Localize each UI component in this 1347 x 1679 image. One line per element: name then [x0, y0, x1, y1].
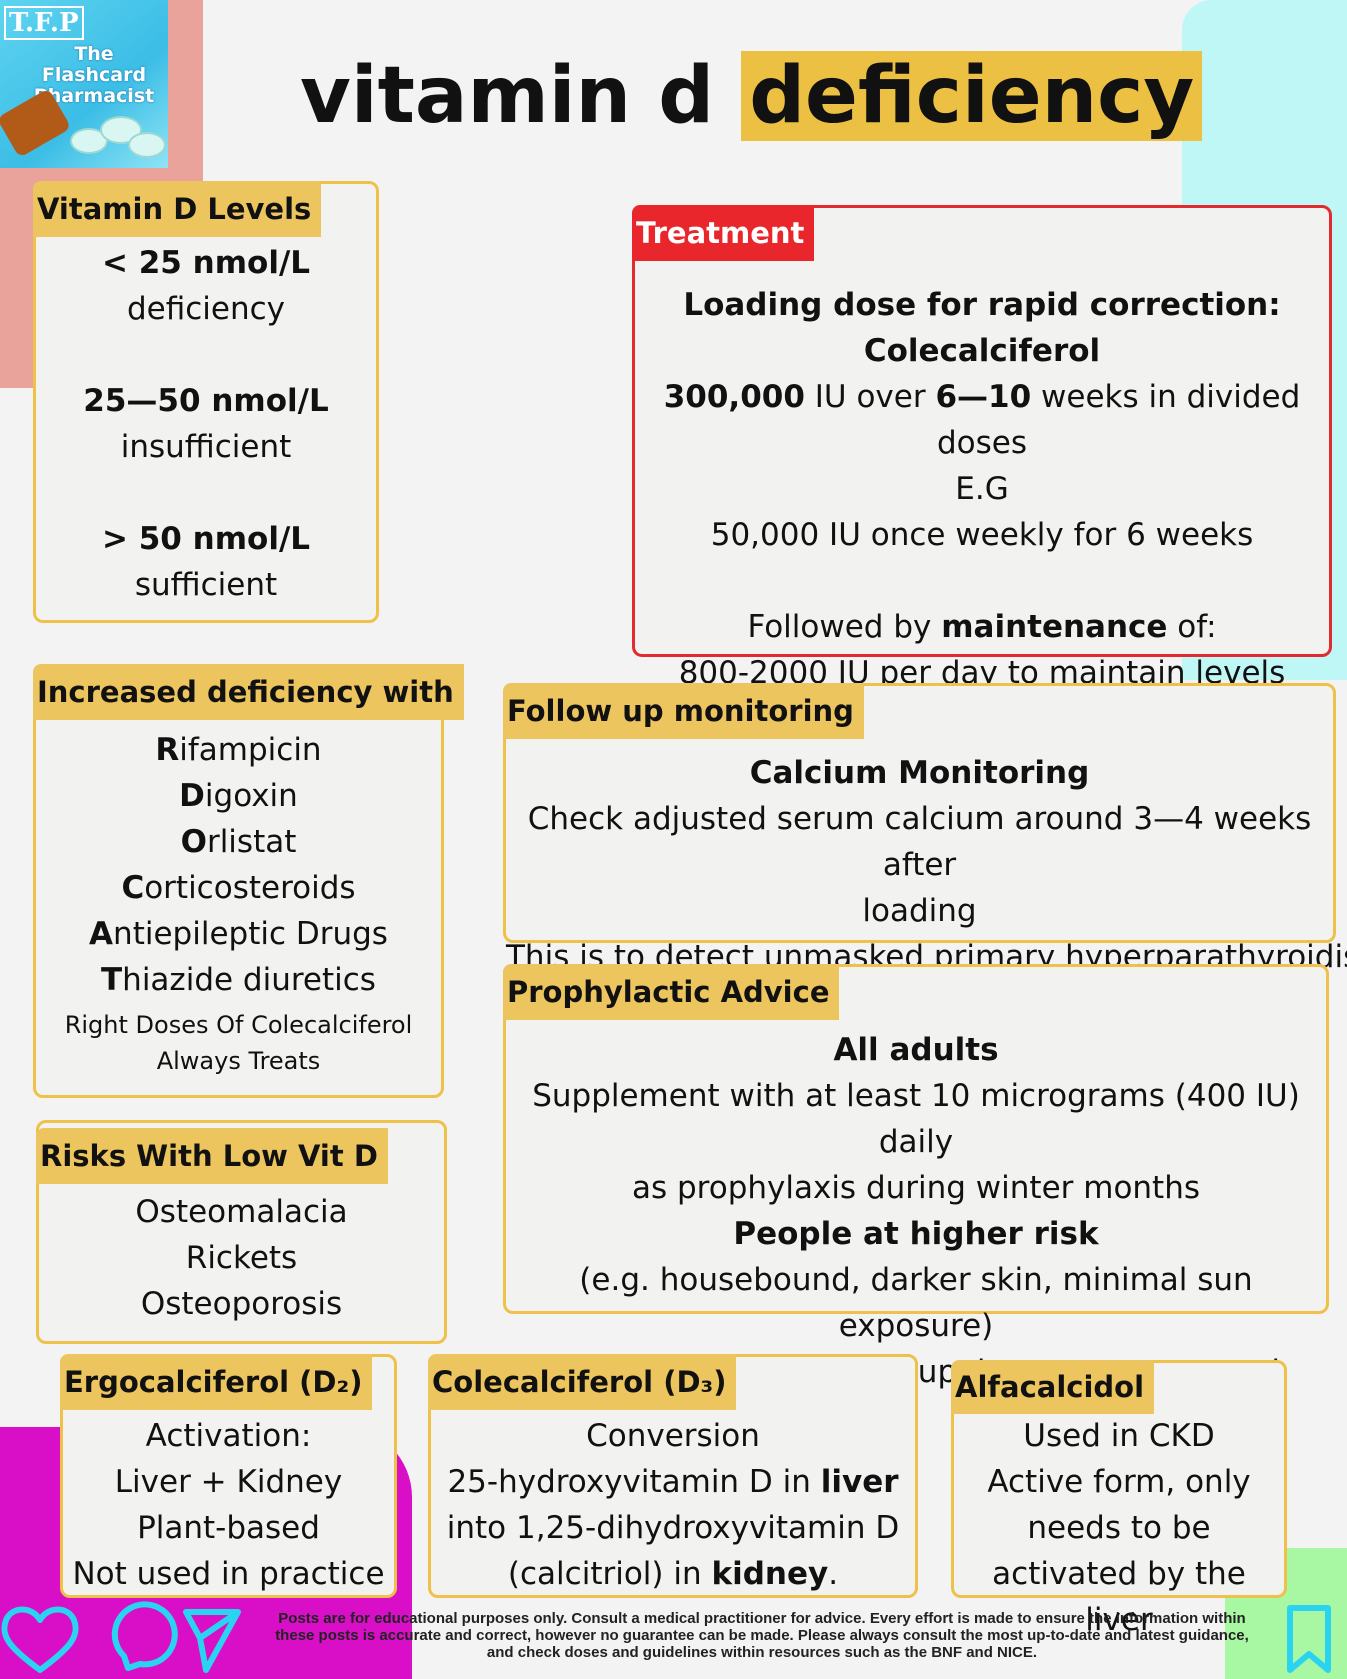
tablet-icon: [70, 128, 108, 154]
cole-line: 25-hydroxyvitamin D in liver: [447, 1464, 899, 1500]
followup-line: Check adjusted serum calcium around 3—4 …: [527, 801, 1312, 883]
increased-heading: Increased deficiency with: [33, 664, 464, 720]
mnemonic-line: Always Treats: [156, 1047, 321, 1075]
alfa-line: Used in CKD: [1023, 1418, 1215, 1454]
treatment-line: 300,000 IU over 6—10 weeks in divided do…: [663, 379, 1301, 461]
alfacalcidol-card: Alfacalcidol Used in CKD Active form, on…: [951, 1360, 1287, 1638]
risk-item: Osteomalacia: [135, 1194, 348, 1230]
prophylactic-line: Supplement with at least 10 micrograms (…: [532, 1078, 1300, 1160]
cole-line: Conversion: [586, 1418, 760, 1454]
logo-brand-name: The Flashcard Pharmacist: [33, 43, 155, 107]
levels-list: < 25 nmol/L deficiency 25—50 nmol/L insu…: [36, 240, 376, 608]
colecalciferol-heading: Colecalciferol (D₃): [428, 1354, 737, 1410]
treatment-line: 50,000 IU once weekly for 6 weeks: [710, 517, 1254, 553]
drug-item: Thiazide diuretics: [101, 962, 376, 998]
risks-heading: Risks With Low Vit D: [36, 1128, 388, 1184]
ergocalciferol-heading: Ergocalciferol (D₂): [60, 1354, 373, 1410]
level-label: insufficient: [120, 429, 292, 465]
levels-card: Vitamin D Levels < 25 nmol/L deficiency …: [33, 181, 379, 623]
drug-item: Corticosteroids: [121, 870, 356, 906]
ergo-line: Not used in practice: [72, 1556, 385, 1592]
prophylactic-line: as prophylaxis during winter months: [631, 1170, 1201, 1206]
colecalciferol-card: Colecalciferol (D₃) Conversion 25-hydrox…: [428, 1354, 918, 1598]
level-label: sufficient: [134, 567, 278, 603]
levels-heading: Vitamin D Levels: [33, 181, 322, 237]
level-value: 25—50 nmol/L: [83, 383, 329, 419]
ergocalciferol-card: Ergocalciferol (D₂) Activation: Liver + …: [60, 1354, 397, 1598]
treatment-content: Loading dose for rapid correction: Colec…: [635, 282, 1329, 696]
alfacalcidol-content: Used in CKD Active form, only needs to b…: [954, 1413, 1284, 1643]
alfacalcidol-heading: Alfacalcidol: [951, 1360, 1155, 1414]
cole-line: into 1,25-dihydroxyvitamin D: [446, 1510, 900, 1546]
level-label: deficiency: [126, 291, 286, 327]
treatment-drug: Colecalciferol: [863, 333, 1101, 369]
ergocalciferol-content: Activation: Liver + Kidney Plant-based N…: [63, 1413, 394, 1597]
alfa-line: Active form, only: [987, 1464, 1251, 1500]
followup-heading: Follow up monitoring: [503, 683, 864, 739]
page-title: vitamin d deficiency: [300, 48, 1203, 144]
heart-icon[interactable]: [1, 1606, 79, 1673]
treatment-line: E.G: [955, 471, 1009, 507]
level-value: > 50 nmol/L: [101, 521, 311, 557]
social-icons: [1, 1601, 241, 1673]
risk-item: Osteoporosis: [140, 1286, 343, 1322]
logo-initials: T.F.P: [4, 6, 84, 40]
bookmark-icon[interactable]: [1280, 1600, 1340, 1679]
followup-subheading: Calcium Monitoring: [749, 755, 1090, 791]
prophylactic-subheading: People at higher risk: [733, 1216, 1099, 1252]
comment-icon[interactable]: [111, 1601, 178, 1671]
title-plain: vitamin d: [300, 51, 742, 141]
followup-line: loading: [862, 893, 977, 929]
risks-list: Osteomalacia Rickets Osteoporosis: [39, 1189, 444, 1327]
colecalciferol-content: Conversion 25-hydroxyvitamin D in liver …: [431, 1413, 915, 1597]
disclaimer-text: Posts are for educational purposes only.…: [275, 1610, 1249, 1661]
treatment-line: Followed by maintenance of:: [747, 609, 1217, 645]
treatment-card: Treatment Loading dose for rapid correct…: [632, 205, 1332, 691]
prophylactic-line: (e.g. housebound, darker skin, minimal s…: [579, 1262, 1253, 1344]
drug-item: Rifampicin: [155, 732, 322, 768]
drug-item: Antiepileptic Drugs: [89, 916, 388, 952]
brand-logo: T.F.P The Flashcard Pharmacist: [0, 0, 168, 168]
risks-card: Risks With Low Vit D Osteomalacia Ricket…: [36, 1120, 447, 1344]
followup-card: Follow up monitoring Calcium Monitoring …: [503, 683, 1347, 975]
risk-item: Rickets: [185, 1240, 298, 1276]
prophylactic-heading: Prophylactic Advice: [503, 964, 840, 1020]
cole-line: (calcitriol) in kidney.: [507, 1556, 839, 1592]
alfa-line: activated by the liver: [992, 1556, 1246, 1638]
drug-item: Digoxin: [179, 778, 298, 814]
tablet-icon: [128, 132, 166, 158]
prophylactic-subheading: All adults: [833, 1032, 999, 1068]
prophylactic-card: Prophylactic Advice All adults Supplemen…: [503, 964, 1329, 1390]
title-highlight: deficiency: [741, 51, 1203, 141]
drug-list: Rifampicin Digoxin Orlistat Corticostero…: [36, 727, 441, 1079]
alfa-line: needs to be: [1027, 1510, 1211, 1546]
ergo-line: Activation:: [145, 1418, 312, 1454]
ergo-line: Liver + Kidney: [114, 1464, 343, 1500]
share-icon[interactable]: [183, 1609, 241, 1673]
prophylactic-content: All adults Supplement with at least 10 m…: [506, 1027, 1326, 1395]
level-value: < 25 nmol/L: [101, 245, 311, 281]
followup-content: Calcium Monitoring Check adjusted serum …: [506, 750, 1347, 980]
treatment-line: Loading dose for rapid correction:: [683, 287, 1281, 323]
mnemonic-line: Right Doses Of Colecalciferol: [64, 1011, 413, 1039]
increased-card: Increased deficiency with Rifampicin Dig…: [33, 664, 464, 1098]
ergo-line: Plant-based: [137, 1510, 320, 1546]
treatment-heading: Treatment: [632, 205, 815, 261]
drug-item: Orlistat: [180, 824, 297, 860]
